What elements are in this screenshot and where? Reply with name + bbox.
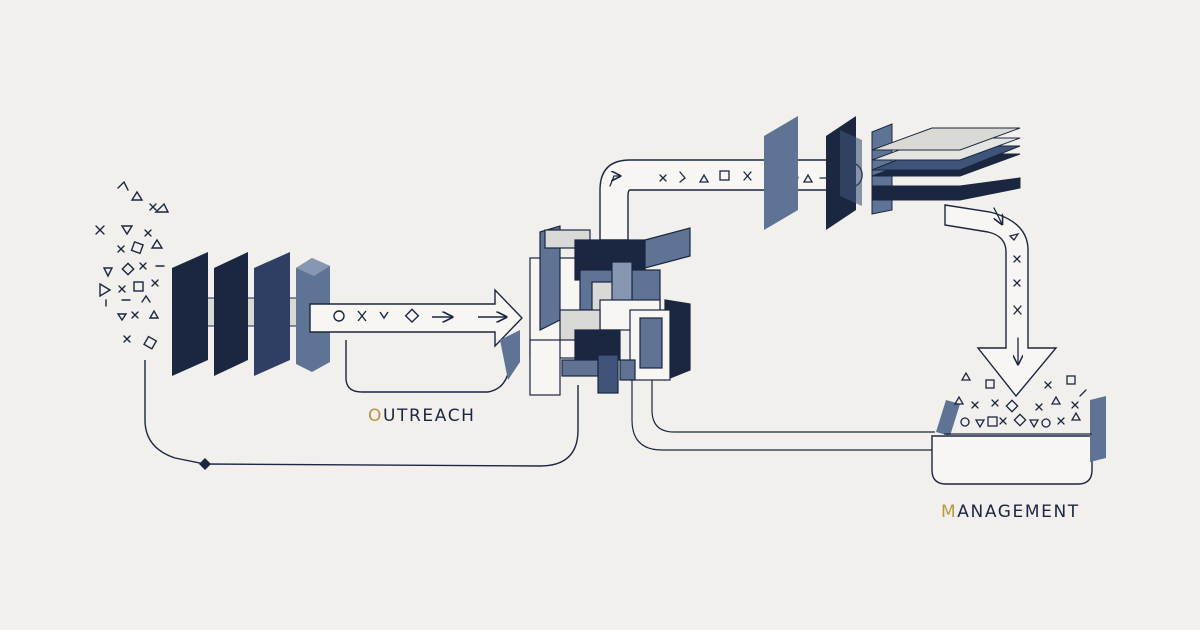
processing-block	[529, 225, 935, 451]
feedback-line-left	[144, 360, 579, 467]
outreach-label: OUTREACH	[368, 406, 476, 426]
circle-icon	[333, 310, 345, 322]
management-label-initial: M	[941, 502, 958, 522]
management-chute	[944, 204, 1058, 398]
filter-panel-1	[172, 252, 208, 376]
filter-stack	[172, 252, 330, 376]
management-label-rest: ANAGEMENT	[957, 502, 1080, 522]
diamond-icon	[404, 308, 420, 324]
sorter-panels	[764, 116, 862, 230]
stacked-layers	[871, 123, 1021, 215]
management-basket	[931, 371, 1106, 485]
scattered-input-symbols	[95, 180, 170, 350]
cross-icon	[357, 310, 367, 322]
filter-panel-3	[254, 252, 290, 376]
triangle-icon	[379, 311, 389, 320]
filter-panel-2	[214, 252, 248, 376]
outreach-conveyor	[309, 288, 523, 393]
outreach-label-rest: UTREACH	[382, 406, 476, 426]
management-label: MANAGEMENT	[941, 502, 1080, 522]
connector-node	[199, 458, 211, 470]
outreach-label-initial: O	[368, 406, 383, 426]
upper-conveyor	[599, 159, 863, 241]
